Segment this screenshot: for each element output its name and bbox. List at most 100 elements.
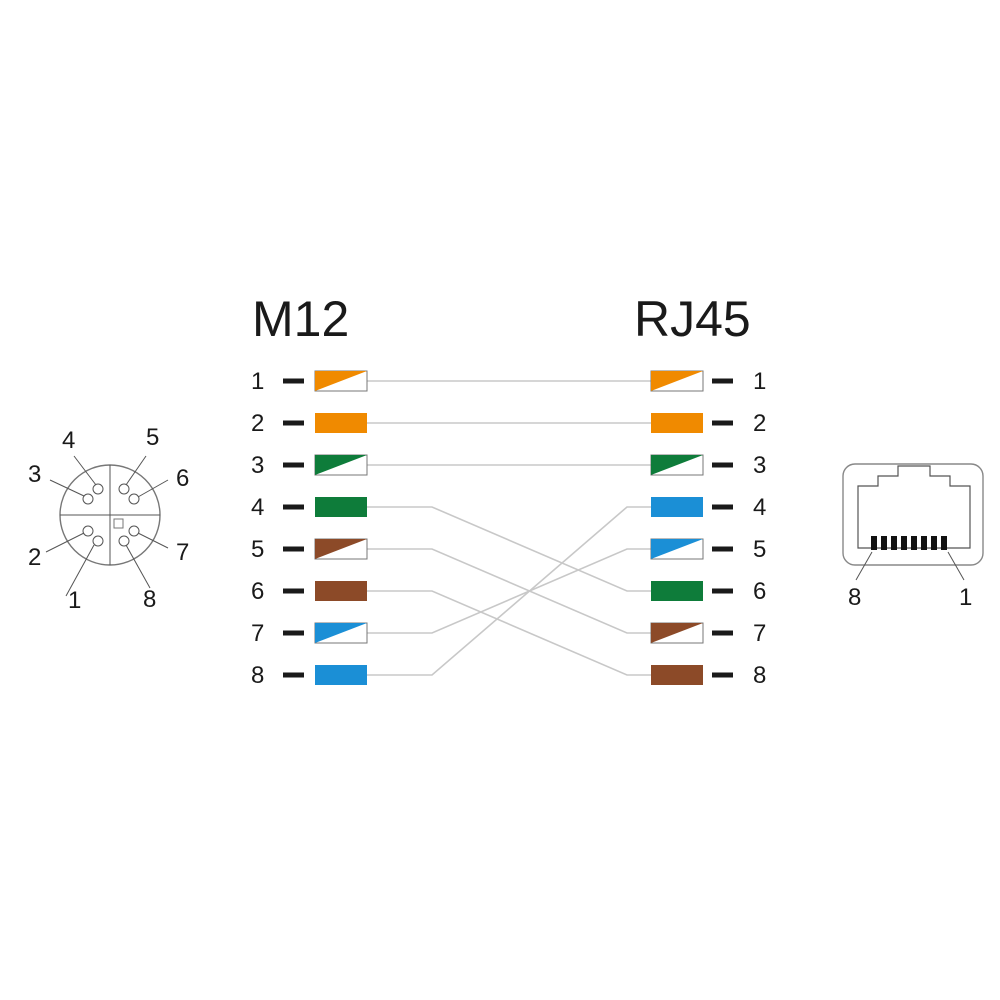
rj45-contact-3 <box>921 536 927 550</box>
m12-face-labels: 12 34 56 78 <box>28 424 189 614</box>
rj45-pin-4-swatch <box>651 497 703 517</box>
rj45-pin-rows: 1 2 3 4 5 6 7 8 <box>650 368 766 689</box>
m12-face-leader-8 <box>125 544 151 589</box>
rj45-jack-face-icon: 8 1 <box>842 463 984 611</box>
m12-pin-6-swatch-fill <box>315 581 367 601</box>
m12-pin-8-swatch-fill <box>315 665 367 685</box>
rj45-pin-dash-8 <box>712 672 733 678</box>
m12-face-label-6: 6 <box>176 465 189 492</box>
m12-pin-3-swatch-stripe <box>315 455 367 475</box>
m12-face-label-4: 4 <box>62 427 75 454</box>
m12-pin-dash-2 <box>283 420 304 426</box>
m12-pin-5-swatch <box>314 538 368 560</box>
wire-m12-6-to-rj45-8 <box>367 590 651 676</box>
rj45-pin-dash-1 <box>712 378 733 384</box>
m12-face-leader-5 <box>125 455 147 486</box>
rj45-pin-5-swatch <box>650 538 704 560</box>
m12-face-label-3: 3 <box>28 461 41 488</box>
rj45-pin-dash-2 <box>712 420 733 426</box>
wire-m12-8-to-rj45-4 <box>367 506 651 676</box>
rj45-pin-5-swatch-stripe <box>651 539 703 559</box>
m12-face-key <box>113 518 124 529</box>
rj45-pin-7-swatch-stripe <box>651 623 703 643</box>
m12-face-pin-5 <box>118 483 130 495</box>
m12-face-leader-2 <box>45 532 85 553</box>
m12-pin-4-swatch <box>315 497 367 517</box>
m12-face-label-2: 2 <box>28 544 41 571</box>
rj45-pin-label-4: 4 <box>753 494 766 521</box>
wire-m12-4-to-rj45-6 <box>367 506 651 592</box>
m12-pin-3-swatch <box>314 454 368 476</box>
rj45-pin-8-swatch-fill <box>651 665 703 685</box>
rj45-face-label-1: 1 <box>959 584 972 611</box>
m12-pin-label-2: 2 <box>251 410 264 437</box>
rj45-pin-label-5: 5 <box>753 536 766 563</box>
m12-face-label-8: 8 <box>143 586 156 613</box>
rj45-contact-2 <box>931 536 937 550</box>
rj45-pin-label-7: 7 <box>753 620 766 647</box>
m12-face-leader-6 <box>137 479 169 498</box>
rj45-pin-label-8: 8 <box>753 662 766 689</box>
rj45-contact-4 <box>911 536 917 550</box>
m12-face-pin-7 <box>128 525 140 537</box>
m12-pin-label-1: 1 <box>251 368 264 395</box>
rj45-socket-outline <box>857 465 971 549</box>
rj45-face-label-8: 8 <box>848 584 861 611</box>
rj45-pin-dash-3 <box>712 462 733 468</box>
rj45-contact-1 <box>941 536 947 550</box>
m12-pin-1-swatch <box>314 370 368 392</box>
rj45-pin-label-2: 2 <box>753 410 766 437</box>
m12-pin-dash-3 <box>283 462 304 468</box>
rj45-pin-6-swatch-fill <box>651 581 703 601</box>
m12-pin-dash-1 <box>283 378 304 384</box>
m12-face-leader-1 <box>65 544 95 597</box>
m12-face-pin-6 <box>128 493 140 505</box>
rj45-pin-label-1: 1 <box>753 368 766 395</box>
rj45-pin-dash-5 <box>712 546 733 552</box>
m12-pin-4-swatch-fill <box>315 497 367 517</box>
m12-face-label-1: 1 <box>68 587 81 614</box>
m12-face-leader-4 <box>73 455 97 486</box>
wire-group <box>367 380 651 676</box>
m12-face-label-7: 7 <box>176 539 189 566</box>
rj45-pin-1-swatch <box>650 370 704 392</box>
m12-pin-dash-6 <box>283 588 304 594</box>
m12-face-label-5: 5 <box>146 424 159 451</box>
rj45-pin-2-swatch-fill <box>651 413 703 433</box>
m12-face-pin-3 <box>82 493 94 505</box>
rj45-leader-8 <box>855 551 873 581</box>
m12-pin-2-swatch <box>315 413 367 433</box>
rj45-pin-3-swatch-stripe <box>651 455 703 475</box>
m12-face-pin-4 <box>92 483 104 495</box>
rj45-pin-dash-4 <box>712 504 733 510</box>
m12-pin-label-3: 3 <box>251 452 264 479</box>
rj45-contacts <box>871 536 947 550</box>
rj45-pin-3-swatch <box>650 454 704 476</box>
rj45-pin-6-swatch <box>651 581 703 601</box>
m12-pin-6-swatch <box>315 581 367 601</box>
m12-pin-7-swatch <box>314 622 368 644</box>
m12-pin-5-swatch-stripe <box>315 539 367 559</box>
m12-pin-1-swatch-stripe <box>315 371 367 391</box>
m12-pin-label-8: 8 <box>251 662 264 689</box>
m12-pin-dash-5 <box>283 546 304 552</box>
rj45-pin-7-swatch <box>650 622 704 644</box>
m12-title: M12 <box>252 291 349 347</box>
m12-face-pins <box>82 483 140 547</box>
m12-pin-2-swatch-fill <box>315 413 367 433</box>
m12-pin-label-7: 7 <box>251 620 264 647</box>
rj45-contact-6 <box>891 536 897 550</box>
rj45-contact-8 <box>871 536 877 550</box>
m12-face-pin-1 <box>92 535 104 547</box>
rj45-pin-dash-6 <box>712 588 733 594</box>
m12-face-leader-3 <box>49 479 85 497</box>
rj45-pin-8-swatch <box>651 665 703 685</box>
m12-pin-label-5: 5 <box>251 536 264 563</box>
rj45-pin-label-3: 3 <box>753 452 766 479</box>
rj45-pin-label-6: 6 <box>753 578 766 605</box>
rj45-contact-7 <box>881 536 887 550</box>
m12-pin-dash-4 <box>283 504 304 510</box>
m12-pin-dash-7 <box>283 630 304 636</box>
